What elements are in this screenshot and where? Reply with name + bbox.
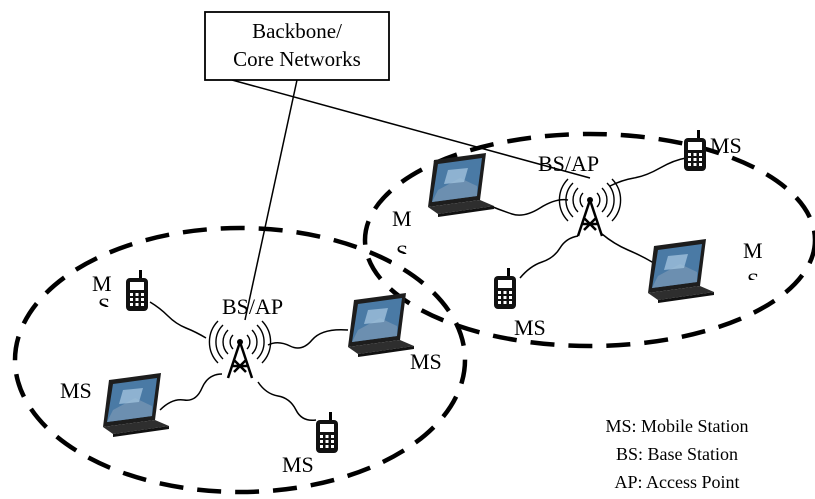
laptop-icon	[103, 373, 169, 437]
laptop-icon	[428, 153, 494, 217]
ms-label: MS	[514, 315, 546, 340]
cell-coverage-boundary-right	[362, 131, 815, 349]
wireless-link	[519, 235, 579, 279]
mobile-phone-icon	[316, 412, 338, 453]
wireless-link	[609, 157, 687, 187]
ms-label: M	[392, 206, 412, 231]
ms-label: M	[743, 238, 763, 263]
laptop-icon	[348, 293, 414, 357]
legend: MS: Mobile Station BS: Base Station AP: …	[605, 416, 748, 492]
base-station-tower-icon	[558, 177, 622, 238]
backbone-core-network-box: Backbone/ Core Networks	[204, 11, 390, 81]
wireless-link	[257, 381, 317, 422]
backbone-link-left	[244, 79, 298, 321]
ms-label: MS	[60, 378, 92, 403]
bs-ap-label: BS/AP	[538, 151, 599, 176]
ms-label: MS	[410, 349, 442, 374]
ms-label: MS	[282, 452, 314, 477]
bs-ap-label: BS/AP	[222, 294, 283, 319]
backbone-label-line2: Core Networks	[233, 47, 361, 71]
legend-entry: AP: Access Point	[614, 472, 739, 492]
legend-entry: BS: Base Station	[616, 444, 738, 464]
ms-label: M	[92, 271, 112, 296]
mobile-phone-icon	[684, 130, 706, 171]
legend-entry: MS: Mobile Station	[605, 416, 748, 436]
cell-coverage-boundary-left	[12, 225, 468, 495]
mobile-phone-icon	[494, 268, 516, 309]
base-station-tower-icon	[208, 319, 272, 380]
laptop-icon	[648, 239, 714, 303]
wireless-link	[159, 373, 223, 411]
mobile-phone-icon	[126, 270, 148, 311]
wireless-link	[487, 198, 569, 216]
wireless-link	[267, 328, 349, 349]
backbone-label-line1: Backbone/	[252, 19, 342, 43]
wireless-link	[149, 301, 207, 339]
backbone-link-right	[231, 79, 591, 179]
ms-label: MS	[710, 133, 742, 158]
